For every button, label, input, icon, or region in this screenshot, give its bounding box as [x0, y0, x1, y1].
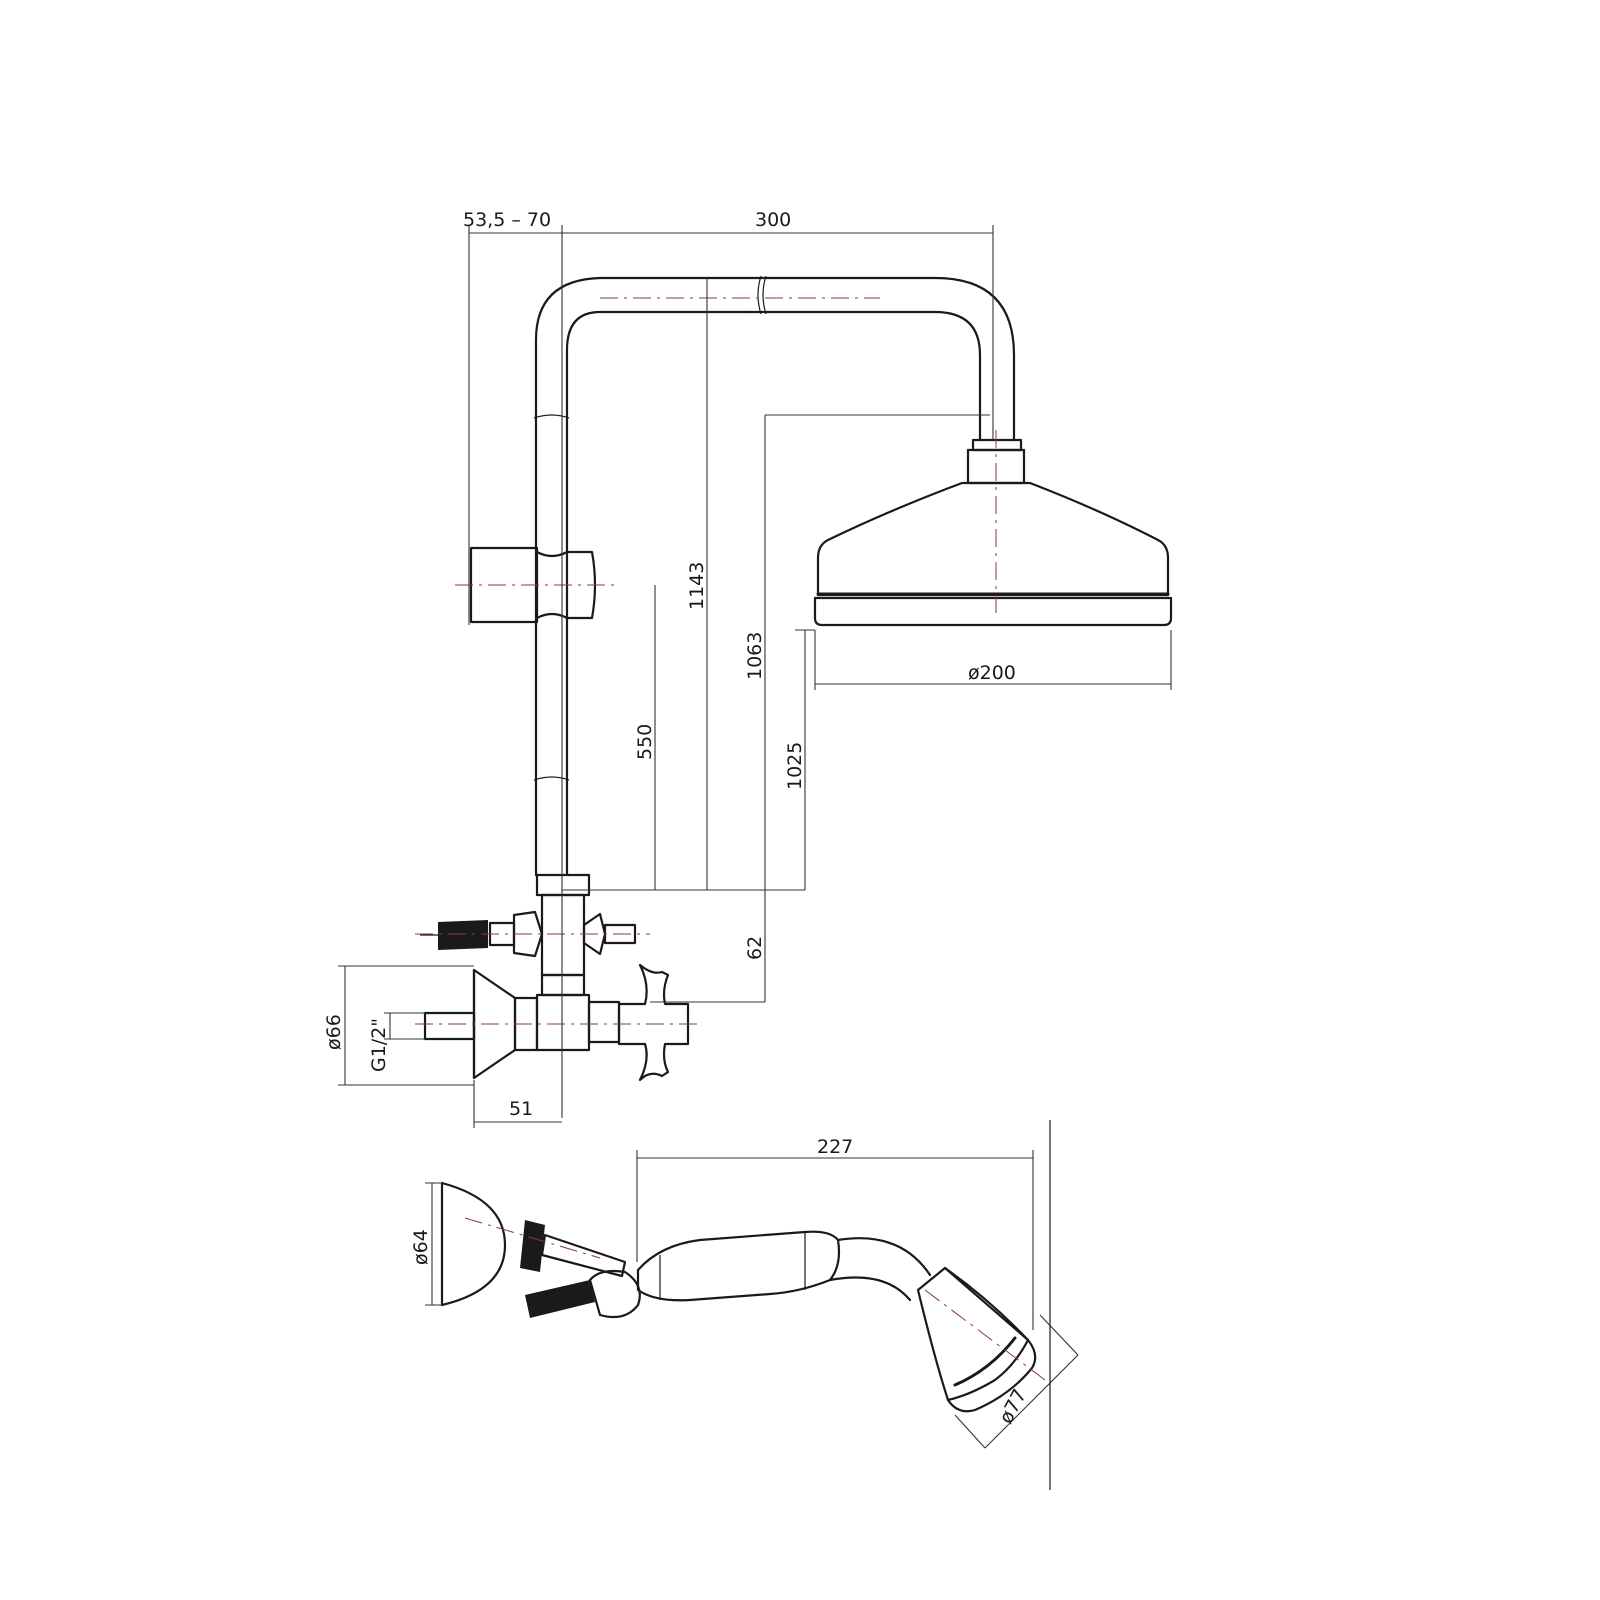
slider-bracket: [455, 546, 620, 624]
handshower-holder: [425, 1181, 627, 1307]
label-thread: G1/2": [368, 1018, 390, 1072]
label-handshower-length: 227: [817, 1136, 853, 1158]
label-flange-diameter: ø66: [323, 1014, 345, 1050]
wall-inlet-valve: [415, 963, 700, 1082]
label-height-head-bottom: 1025: [784, 742, 806, 790]
label-valve-offset: 62: [744, 936, 766, 960]
label-height-head-top: 1063: [744, 632, 766, 680]
label-bracket-offset: 53,5 – 70: [463, 209, 551, 231]
shower-arm: [600, 275, 1016, 442]
label-head-diameter: ø200: [968, 662, 1016, 684]
handshower: [525, 1120, 1079, 1490]
label-wall-depth: 51: [509, 1098, 533, 1120]
hose-thread-hatch: [420, 920, 488, 950]
label-handshower-diameter: ø77: [995, 1385, 1031, 1427]
riser-pipe: [533, 276, 752, 877]
label-slider-height: 550: [634, 724, 656, 760]
label-holder-diameter: ø64: [410, 1229, 432, 1265]
label-arm-length: 300: [755, 209, 791, 231]
dimension-labels: 53,5 – 70 300 1143 1063 1025 550 ø200 62…: [323, 209, 1031, 1427]
shower-head: [813, 430, 1173, 627]
label-height-total: 1143: [686, 562, 708, 610]
dimension-lines: [338, 225, 1172, 1128]
